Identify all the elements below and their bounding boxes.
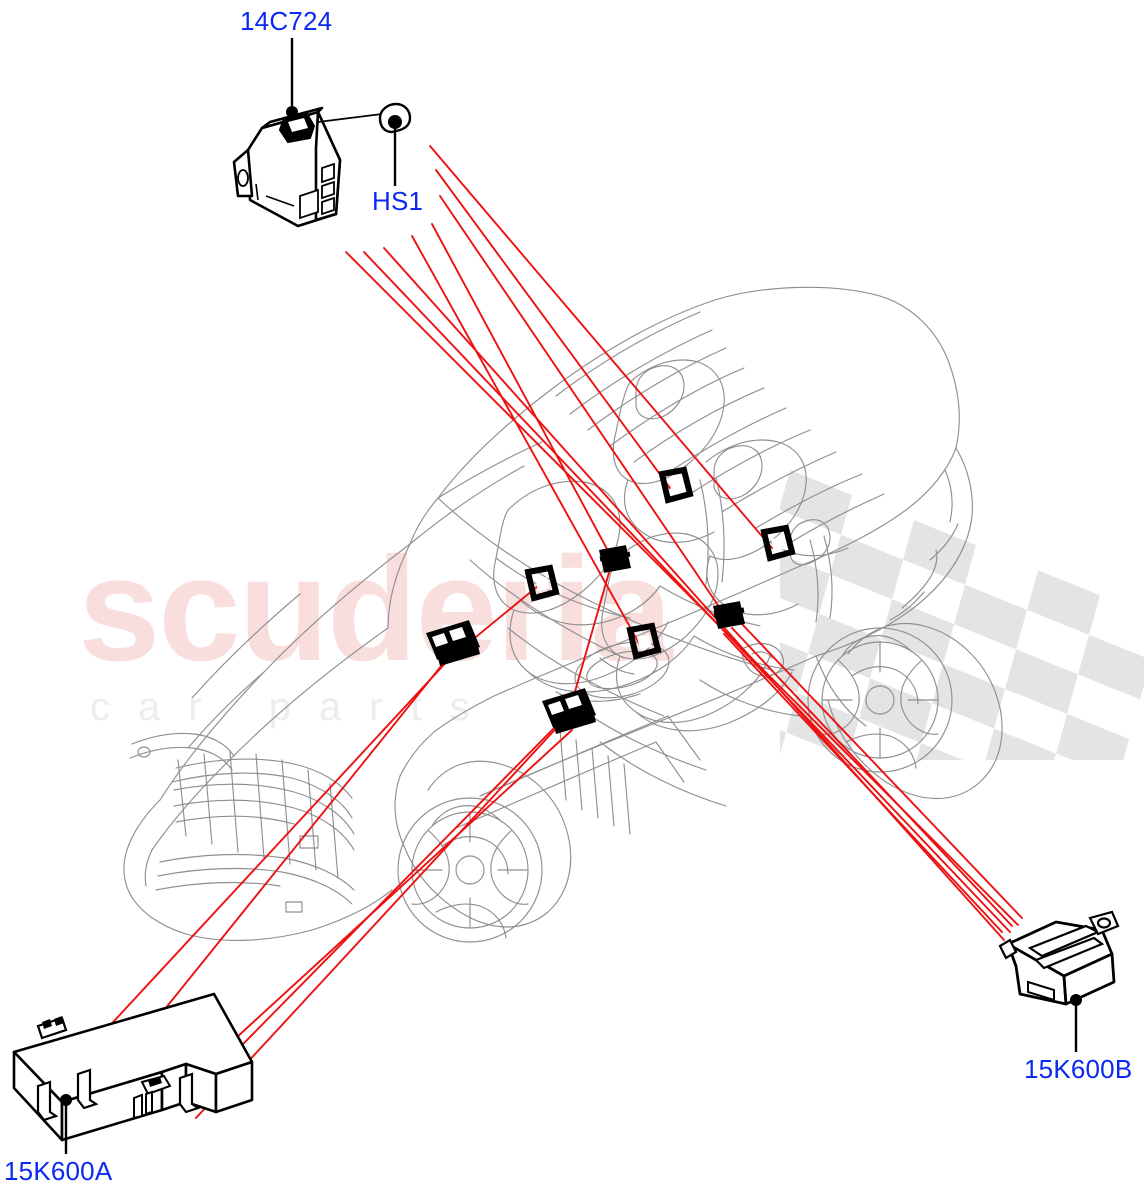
callout-dot-15K600A (60, 1094, 72, 1106)
part-label-HS1: HS1 (372, 186, 424, 216)
leader-line-2 (435, 169, 671, 489)
interior-sensor-4 (598, 545, 632, 573)
leader-lines (77, 145, 1023, 1119)
leader-line-4 (431, 223, 615, 563)
leader-line-11 (77, 655, 453, 1061)
part-label-15K600B: 15K600B (1024, 1054, 1133, 1084)
vehicle-outline (123, 286, 1003, 943)
leader-line-12 (139, 659, 447, 1041)
interior-sensor-2 (760, 524, 796, 562)
leader-line-7 (363, 251, 1011, 933)
interior-sensor-1 (658, 466, 694, 504)
leader-line-13 (195, 721, 563, 1119)
leader-line-17 (731, 627, 1013, 927)
leader-line-15 (211, 729, 573, 1061)
leader-line-18 (723, 633, 1003, 933)
leader-line-1 (429, 145, 773, 549)
module-15K600A (12, 992, 254, 1154)
interior-sensors (425, 466, 796, 734)
part-label-14C724: 14C724 (240, 6, 333, 36)
interior-receiver-front-left (425, 620, 481, 666)
interior-sensor-6 (712, 601, 746, 629)
interior-sensor-3 (524, 564, 560, 602)
hs1-pointer-line (317, 113, 383, 123)
part-label-15K600A: 15K600A (4, 1156, 113, 1186)
leader-line-5 (411, 235, 641, 646)
module-15K600B (998, 910, 1120, 1052)
watermark-carparts: car parts (90, 685, 498, 729)
callout-dot-15K600B (1070, 994, 1082, 1006)
interior-receiver-center (541, 688, 597, 734)
interior-sensor-5 (626, 622, 662, 660)
leader-line-16 (739, 621, 1023, 919)
leader-line-10 (567, 561, 613, 717)
watermark-scuderia: scuderia (78, 527, 674, 692)
control-module-14C724 (232, 38, 383, 228)
leader-line-3 (439, 195, 727, 618)
retaining-clip-HS1 (378, 102, 412, 186)
